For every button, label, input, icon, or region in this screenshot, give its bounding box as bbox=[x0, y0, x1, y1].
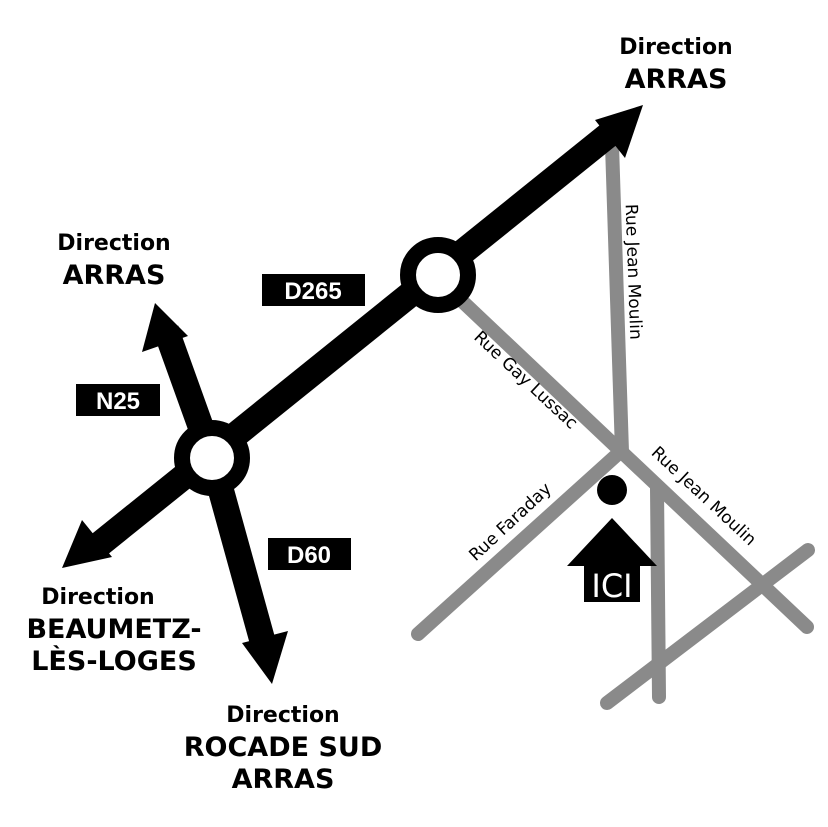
svg-text:D265: D265 bbox=[284, 278, 341, 305]
arrowhead-south bbox=[242, 631, 288, 684]
road-label-n25: N25 bbox=[76, 384, 160, 416]
arrowhead-north bbox=[142, 303, 188, 352]
street-faraday bbox=[411, 445, 627, 641]
marker-label: ICI bbox=[591, 567, 632, 605]
street-label-jean-moulin-north: Rue Jean Moulin bbox=[621, 204, 646, 340]
arrowhead-northeast bbox=[595, 105, 643, 158]
major-roads bbox=[62, 105, 643, 684]
direction-north: Direction ARRAS bbox=[57, 231, 170, 291]
direction-southwest: Direction BEAUMETZ- LÈS-LOGES bbox=[26, 585, 201, 677]
svg-text:Direction: Direction bbox=[619, 35, 732, 60]
svg-text:LÈS-LOGES: LÈS-LOGES bbox=[31, 645, 197, 677]
svg-text:ARRAS: ARRAS bbox=[625, 64, 728, 95]
roundabout-west bbox=[174, 420, 250, 496]
svg-text:ROCADE SUD: ROCADE SUD bbox=[184, 732, 383, 763]
roundabout-east bbox=[400, 237, 476, 313]
svg-text:BEAUMETZ-: BEAUMETZ- bbox=[26, 614, 201, 645]
location-dot bbox=[597, 475, 627, 505]
road-label-d60: D60 bbox=[268, 538, 351, 570]
arrowhead-southwest bbox=[62, 520, 112, 568]
location-marker: ICI bbox=[567, 475, 657, 605]
svg-text:ARRAS: ARRAS bbox=[232, 764, 335, 795]
svg-text:D60: D60 bbox=[287, 542, 331, 569]
direction-south: Direction ROCADE SUD ARRAS bbox=[184, 703, 383, 795]
direction-northeast: Direction ARRAS bbox=[619, 35, 732, 95]
svg-text:N25: N25 bbox=[96, 388, 140, 415]
street-gay-lussac-jean-moulin bbox=[438, 278, 814, 634]
up-arrow-icon bbox=[567, 518, 657, 566]
street-jean-moulin-north bbox=[605, 138, 629, 459]
street-diagonal-minor bbox=[600, 543, 815, 710]
svg-text:ARRAS: ARRAS bbox=[63, 260, 166, 291]
svg-text:Direction: Direction bbox=[41, 585, 154, 610]
road-label-d265: D265 bbox=[262, 274, 365, 306]
street-label-gay-lussac: Rue Gay Lussac bbox=[470, 327, 582, 433]
svg-text:Direction: Direction bbox=[226, 703, 339, 728]
svg-text:Direction: Direction bbox=[57, 231, 170, 256]
minor-streets bbox=[411, 138, 815, 710]
